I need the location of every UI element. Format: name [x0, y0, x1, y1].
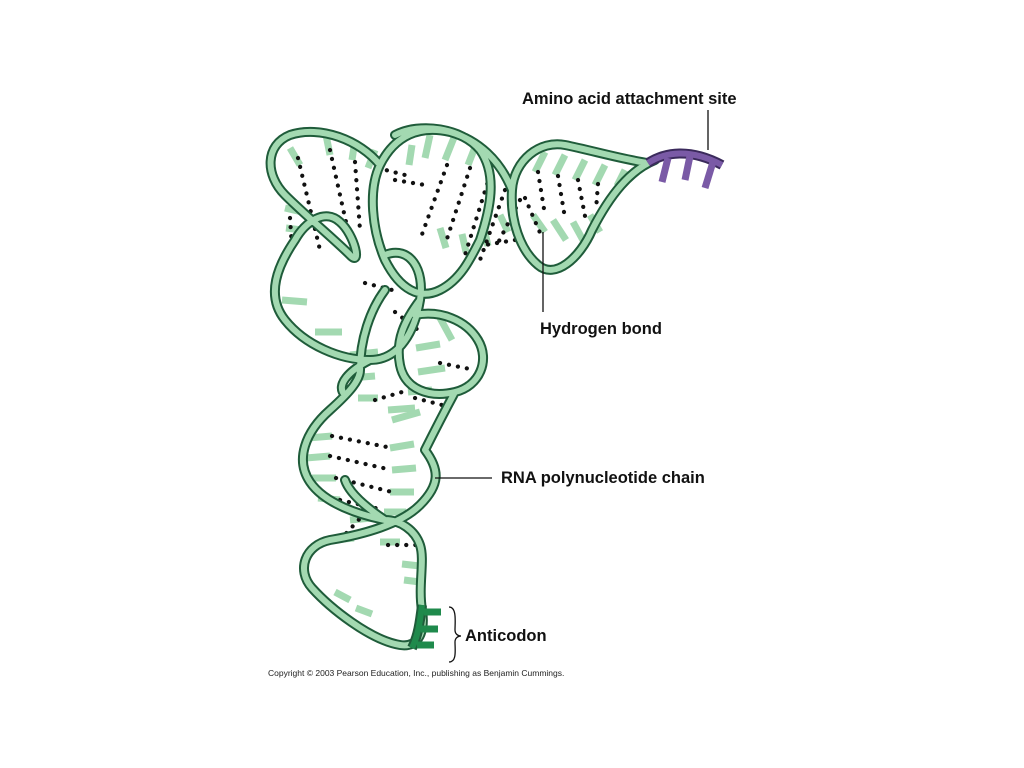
- anticodon-label: Anticodon: [465, 628, 547, 645]
- rna-strand: [271, 128, 655, 645]
- anticodon-brace: [449, 607, 461, 662]
- amino-acid-attachment-site-segment: [648, 153, 722, 188]
- rna-polynucleotide-chain-label: RNA polynucleotide chain: [501, 470, 705, 487]
- anticodon-segment: [412, 605, 441, 648]
- copyright-notice: Copyright © 2003 Pearson Education, Inc.…: [268, 668, 564, 678]
- hydrogen-bond-label: Hydrogen bond: [540, 321, 662, 338]
- amino-acid-attachment-site-label: Amino acid attachment site: [522, 91, 737, 108]
